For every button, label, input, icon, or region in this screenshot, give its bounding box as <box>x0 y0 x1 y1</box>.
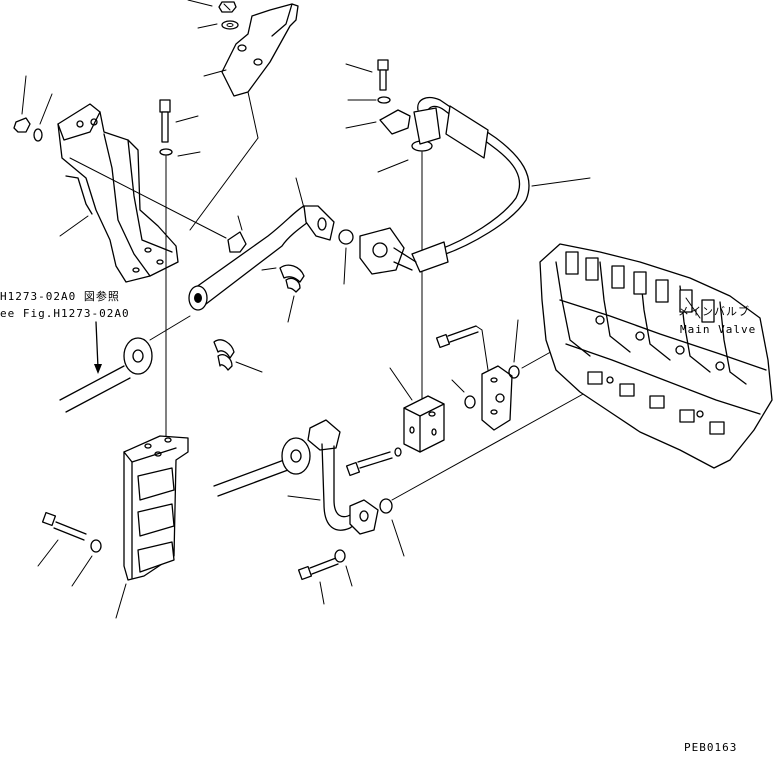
lower-pipe-icon <box>287 419 379 535</box>
hose-clamp-icon <box>345 109 411 135</box>
lower-bolt-icon <box>37 511 87 567</box>
clamp-pair-lower-icon <box>213 339 263 373</box>
lower-washer-2-icon <box>334 549 353 587</box>
nut-icon <box>13 75 31 133</box>
valve-block-icon <box>389 367 445 453</box>
clamp-icon <box>227 215 247 253</box>
valve-bolt-icon <box>435 325 489 371</box>
center-pipe-icon <box>188 177 335 311</box>
lower-washer-icon <box>71 539 102 587</box>
center-o-ring-icon <box>338 229 354 285</box>
main-valve-label-jp: メインバルブ <box>678 305 750 318</box>
small-bolt-icon <box>345 447 402 477</box>
valve-o-ring-small-icon <box>451 379 476 409</box>
main-valve-label-en: Main Valve <box>680 323 757 336</box>
lower-bolt-2-icon <box>297 557 339 605</box>
lower-o-ring-icon <box>379 498 405 557</box>
leader-bracket-clip <box>69 157 227 239</box>
washer-icon <box>33 93 53 142</box>
leader-plate-long <box>247 91 259 139</box>
vertical-washer-icon <box>159 148 201 157</box>
lower-rod-icon <box>213 437 311 497</box>
hose-o-ring-icon <box>377 140 433 173</box>
hose-bolt-icon <box>345 59 389 91</box>
clamp-pair-upper-icon <box>261 264 305 323</box>
hose-icon <box>411 96 591 273</box>
top-plate-bracket-icon <box>203 3 299 97</box>
valve-o-ring-icon <box>508 319 520 379</box>
top-nut-icon <box>187 0 237 13</box>
hose-flange-icon <box>359 227 417 275</box>
drawing-number: PEB0163 <box>684 741 738 754</box>
ref-rod-icon <box>59 321 153 413</box>
left-bracket-icon <box>57 103 179 283</box>
valve-plate-icon <box>481 365 513 431</box>
lower-bracket-icon <box>115 435 189 619</box>
hose-washer-icon <box>347 96 391 104</box>
main-valve-icon <box>539 243 773 469</box>
bolt-icon <box>159 99 199 143</box>
top-washer-icon <box>197 20 239 30</box>
ref-label-jp: H1273-02A0 図参照 <box>0 290 120 303</box>
ref-label-en: ee Fig.H1273-02A0 <box>0 307 130 320</box>
